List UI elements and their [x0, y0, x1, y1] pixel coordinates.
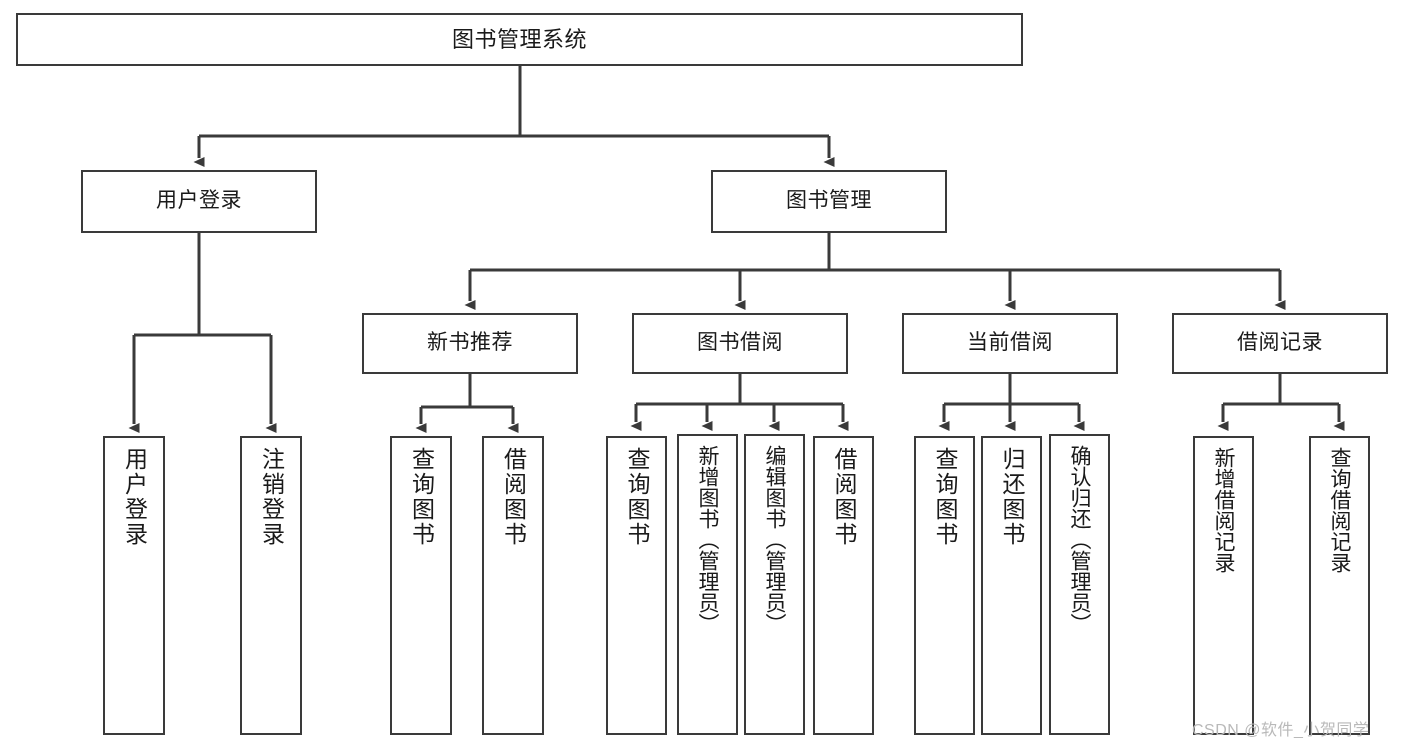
leaf-logout-login-label: 注销登录 [258, 447, 285, 547]
node-root-label: 图书管理系统 [451, 26, 587, 52]
node-book-manage[interactable]: 图书管理 [711, 170, 947, 233]
node-current-borrow[interactable]: 当前借阅 [902, 313, 1118, 374]
node-new-book-rec-label: 新书推荐 [427, 331, 513, 355]
leaf-add-record[interactable]: 新增借阅记录 [1193, 436, 1254, 735]
leaf-add-book[interactable]: 新增图书（管理员） [677, 434, 738, 735]
leaf-user-login-label: 用户登录 [121, 447, 148, 547]
leaf-borrow-book-1-label: 借阅图书 [500, 447, 527, 547]
leaf-query-book-2-label: 查询图书 [624, 447, 650, 547]
leaf-borrow-book-2[interactable]: 借阅图书 [813, 436, 874, 735]
leaf-edit-book[interactable]: 编辑图书（管理员） [744, 434, 805, 735]
node-current-borrow-label: 当前借阅 [967, 331, 1053, 355]
node-user-login-label: 用户登录 [156, 189, 242, 213]
leaf-query-book-1[interactable]: 查询图书 [390, 436, 452, 735]
node-book-manage-label: 图书管理 [786, 189, 872, 213]
leaf-query-book-1-label: 查询图书 [408, 447, 435, 547]
node-book-borrow[interactable]: 图书借阅 [632, 313, 848, 374]
leaf-return-book[interactable]: 归还图书 [981, 436, 1042, 735]
leaf-confirm-return-label: 确认归还（管理员） [1068, 445, 1091, 634]
node-borrow-record-label: 借阅记录 [1237, 331, 1323, 355]
leaf-query-book-2[interactable]: 查询图书 [606, 436, 667, 735]
leaf-logout-login[interactable]: 注销登录 [240, 436, 302, 735]
leaf-query-record-label: 查询借阅记录 [1328, 447, 1351, 573]
csdn-watermark: CSDN @软件_小贺同学 [1192, 722, 1370, 739]
leaf-borrow-book-2-label: 借阅图书 [831, 447, 857, 547]
node-borrow-record[interactable]: 借阅记录 [1172, 313, 1388, 374]
node-new-book-rec[interactable]: 新书推荐 [362, 313, 578, 374]
leaf-query-book-3-label: 查询图书 [932, 447, 958, 547]
leaf-add-book-label: 新增图书（管理员） [696, 445, 719, 634]
leaf-query-record[interactable]: 查询借阅记录 [1309, 436, 1370, 735]
leaf-edit-book-label: 编辑图书（管理员） [763, 445, 786, 634]
leaf-return-book-label: 归还图书 [999, 447, 1025, 547]
leaf-confirm-return[interactable]: 确认归还（管理员） [1049, 434, 1110, 735]
leaf-query-book-3[interactable]: 查询图书 [914, 436, 975, 735]
leaf-user-login[interactable]: 用户登录 [103, 436, 165, 735]
leaf-add-record-label: 新增借阅记录 [1212, 447, 1235, 573]
node-book-borrow-label: 图书借阅 [697, 331, 783, 355]
node-root[interactable]: 图书管理系统 [16, 13, 1023, 66]
node-user-login[interactable]: 用户登录 [81, 170, 317, 233]
leaf-borrow-book-1[interactable]: 借阅图书 [482, 436, 544, 735]
